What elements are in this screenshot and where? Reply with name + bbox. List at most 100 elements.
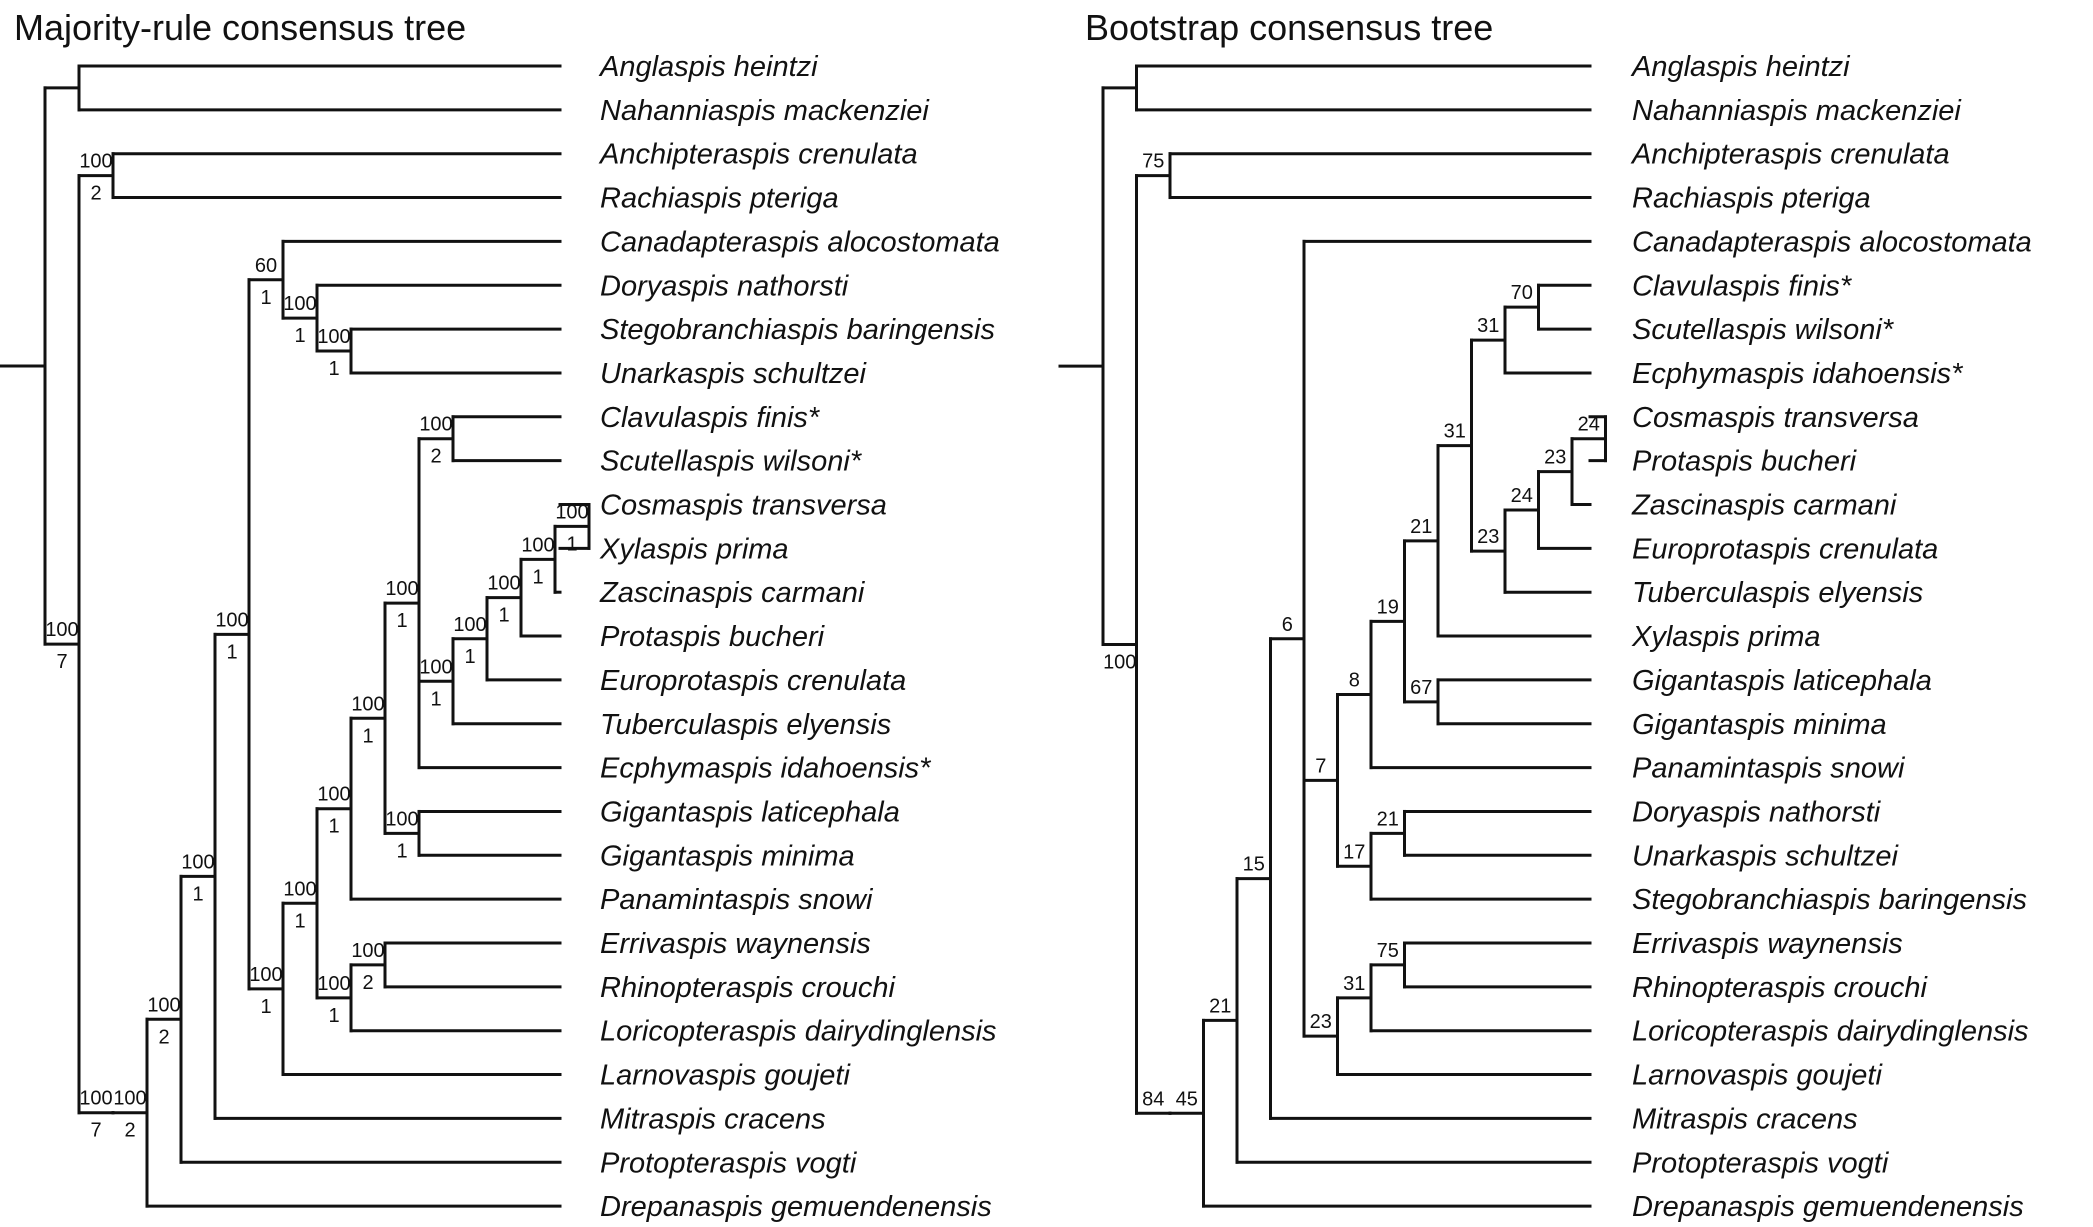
support-value-above: 31 <box>1444 421 1466 443</box>
taxon-label: Cosmaspis transversa <box>600 490 887 522</box>
support-value-below: 1 <box>362 725 373 747</box>
support-value-above: 100 <box>351 940 384 962</box>
taxon-label: Unarkaspis schultzei <box>1632 840 1899 872</box>
majority-rule-panel: Majority-rule consensus tree 100 7 100 2 100… <box>0 7 1000 1223</box>
support-value-below: 2 <box>158 1026 169 1048</box>
taxon-label: Clavulaspis finis* <box>1632 270 1853 302</box>
taxon-label: Europrotaspis crenulata <box>1632 533 1938 565</box>
taxon-label: Anglaspis heintzi <box>1630 51 1851 83</box>
taxon-label: Stegobranchiaspis baringensis <box>1632 884 2027 916</box>
taxon-label: Errivaspis waynensis <box>1632 928 1903 960</box>
support-value-above: 100 <box>147 994 180 1016</box>
taxon-label: Mitraspis cracens <box>1632 1103 1858 1135</box>
taxon-label: Ecphymaspis idahoensis* <box>1632 358 1964 390</box>
taxon-label: Larnovaspis goujeti <box>1632 1060 1883 1092</box>
support-value-below: 1 <box>396 840 407 862</box>
support-value-above: 100 <box>521 534 554 556</box>
support-value-above: 21 <box>1410 516 1432 538</box>
support-value-above: 70 <box>1511 282 1533 304</box>
support-value-above: 23 <box>1544 447 1566 469</box>
taxon-label: Clavulaspis finis* <box>600 402 821 434</box>
taxon-label: Doryaspis nathorsti <box>1632 796 1882 828</box>
support-value-below: 100 <box>1103 651 1136 673</box>
taxon-label: Xylaspis prima <box>599 533 789 565</box>
support-value-below: 1 <box>464 646 475 668</box>
support-value-below: 2 <box>124 1120 135 1142</box>
panel-title-bootstrap: Bootstrap consensus tree <box>1085 7 1493 48</box>
support-value-below: 2 <box>430 446 441 468</box>
taxon-label: Protaspis bucheri <box>600 621 826 653</box>
support-value-above: 24 <box>1511 485 1533 507</box>
support-value-below: 1 <box>498 605 509 627</box>
taxon-label: Xylaspis prima <box>1631 621 1821 653</box>
support-value-above: 100 <box>45 619 78 641</box>
support-value-above: 8 <box>1349 669 1360 691</box>
support-value-above: 45 <box>1176 1088 1198 1110</box>
taxon-label: Rachiaspis pteriga <box>600 183 839 215</box>
support-value-below: 1 <box>532 566 543 588</box>
taxon-label: Zascinaspis carmani <box>1631 490 1898 522</box>
support-value-above: 23 <box>1310 1011 1332 1033</box>
taxon-label: Drepanaspis gemuendenensis <box>1632 1191 2024 1223</box>
support-value-above: 100 <box>419 656 452 678</box>
taxon-label: Protaspis bucheri <box>1632 446 1858 478</box>
taxon-label: Nahanniaspis mackenziei <box>1632 95 1962 127</box>
taxon-label: Gigantaspis laticephala <box>1632 665 1932 697</box>
support-value-above: 67 <box>1410 677 1432 699</box>
taxon-label: Gigantaspis minima <box>1632 709 1887 741</box>
support-value-above: 100 <box>283 293 316 315</box>
taxon-label: Anchipteraspis crenulata <box>1630 139 1950 171</box>
support-value-below: 1 <box>294 910 305 932</box>
taxon-label: Scutellaspis wilsoni* <box>600 446 863 478</box>
support-value-above: 100 <box>215 609 248 631</box>
support-value-above: 100 <box>249 964 282 986</box>
taxon-label: Ecphymaspis idahoensis* <box>600 753 932 785</box>
support-value-above: 100 <box>385 578 418 600</box>
taxon-label: Scutellaspis wilsoni* <box>1632 314 1895 346</box>
taxon-label: Gigantaspis minima <box>600 840 855 872</box>
support-value-below: 1 <box>328 358 339 380</box>
support-value-below: 1 <box>396 610 407 632</box>
support-value-above: 31 <box>1343 973 1365 995</box>
taxon-label: Zascinaspis carmani <box>599 577 866 609</box>
support-value-above: 100 <box>487 573 520 595</box>
support-value-above: 6 <box>1282 614 1293 636</box>
support-value-above: 100 <box>419 414 452 436</box>
support-value-above: 100 <box>555 501 588 523</box>
taxon-label: Tuberculaspis elyensis <box>1632 577 1923 609</box>
taxon-label: Tuberculaspis elyensis <box>600 709 891 741</box>
taxon-label: Errivaspis waynensis <box>600 928 871 960</box>
support-value-below: 7 <box>56 651 67 673</box>
support-value-above: 100 <box>317 326 350 348</box>
support-value-above: 100 <box>113 1088 146 1110</box>
support-value-below: 1 <box>260 287 271 309</box>
support-value-above: 100 <box>317 973 350 995</box>
taxon-label: Doryaspis nathorsti <box>600 270 850 302</box>
support-value-below: 1 <box>430 688 441 710</box>
taxon-label: Drepanaspis gemuendenensis <box>600 1191 992 1223</box>
support-value-above: 100 <box>283 878 316 900</box>
support-value-below: 1 <box>328 816 339 838</box>
taxon-label: Unarkaspis schultzei <box>600 358 867 390</box>
support-value-above: 24 <box>1578 414 1600 436</box>
support-value-above: 100 <box>79 1088 112 1110</box>
taxon-label: Gigantaspis laticephala <box>600 796 900 828</box>
taxon-label: Rhinopteraspis crouchi <box>600 972 897 1004</box>
taxon-label: Loricopteraspis dairydinglensis <box>1632 1016 2029 1048</box>
support-value-above: 23 <box>1477 526 1499 548</box>
taxon-label: Stegobranchiaspis baringensis <box>600 314 995 346</box>
support-value-above: 100 <box>317 784 350 806</box>
support-value-above: 100 <box>79 151 112 173</box>
support-value-above: 7 <box>1315 755 1326 777</box>
support-value-below: 2 <box>90 183 101 205</box>
support-value-above: 84 <box>1142 1088 1164 1110</box>
taxon-label: Rachiaspis pteriga <box>1632 183 1871 215</box>
panel-title-majority-rule: Majority-rule consensus tree <box>14 7 466 48</box>
support-value-below: 1 <box>328 1005 339 1027</box>
support-value-below: 1 <box>566 533 577 555</box>
taxon-label: Canadapteraspis alocostomata <box>1632 226 2032 258</box>
support-value-above: 21 <box>1377 808 1399 830</box>
taxon-label: Anglaspis heintzi <box>598 51 819 83</box>
taxon-label: Cosmaspis transversa <box>1632 402 1919 434</box>
